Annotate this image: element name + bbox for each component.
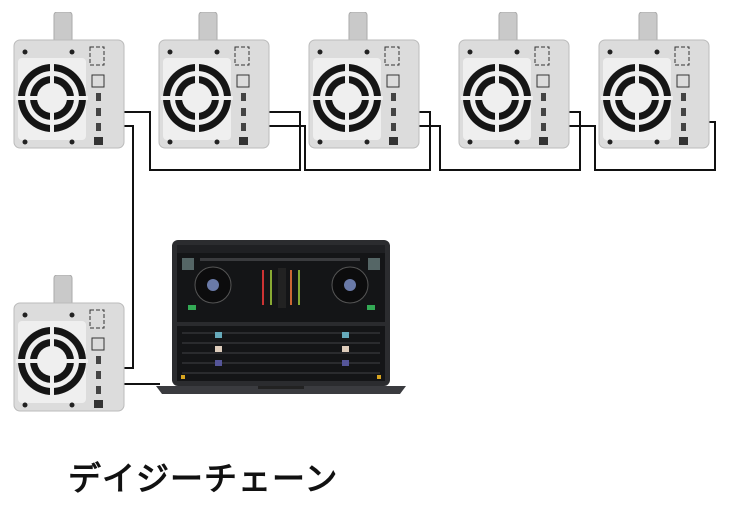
diagram-title: デイジーチェーン — [68, 459, 339, 498]
cables — [118, 111, 716, 385]
mixer — [262, 268, 300, 308]
cable-2-3 — [262, 111, 431, 171]
storage-enclosure-2 — [158, 12, 270, 149]
laptop — [156, 240, 406, 394]
storage-enclosure-4 — [458, 12, 570, 149]
cable-4-5 — [560, 121, 716, 171]
cable-1-2 — [118, 111, 301, 171]
storage-enclosure-6 — [13, 275, 125, 412]
cable-3-4 — [412, 111, 581, 171]
laptop-base — [156, 386, 406, 394]
dj-app-screen — [177, 245, 385, 381]
track-list — [182, 332, 380, 374]
storage-enclosure-1 — [13, 12, 125, 149]
storage-enclosure-5 — [598, 12, 710, 149]
storage-enclosure-3 — [308, 12, 420, 149]
cable-1-6 — [118, 125, 134, 369]
